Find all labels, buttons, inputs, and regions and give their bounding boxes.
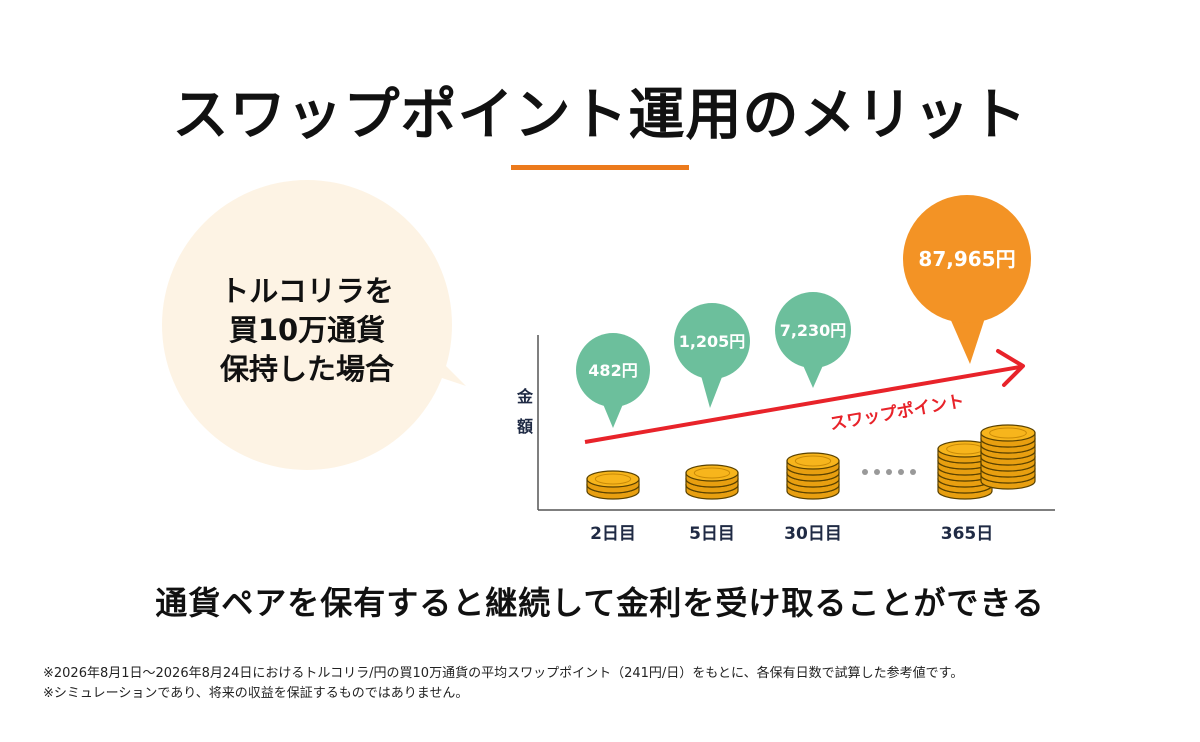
- value-bubble-tail-2: [699, 371, 725, 408]
- value-label-3: 7,230円: [780, 321, 847, 340]
- footnotes: ※2026年8月1日〜2026年8月24日におけるトルコリラ/円の買10万通貨の…: [43, 664, 963, 704]
- coin-stack-3: [786, 452, 840, 500]
- value-label-4: 87,965円: [918, 247, 1015, 271]
- ellipsis-dots: [862, 469, 916, 475]
- value-label-1: 482円: [588, 361, 637, 380]
- coin-stack-4a: [937, 440, 993, 500]
- value-bubble-2: 1,205円: [674, 303, 750, 408]
- x-tick-2: 5日目: [689, 524, 735, 544]
- value-bubble-circle-2: [674, 303, 750, 379]
- value-bubble-circle-3: [775, 292, 851, 368]
- footnote-1: ※2026年8月1日〜2026年8月24日におけるトルコリラ/円の買10万通貨の…: [43, 666, 964, 681]
- growth-arrow: [584, 365, 1021, 444]
- value-bubble-1: 482円: [576, 333, 650, 428]
- condition-line-2: 買10万通貨: [228, 313, 386, 347]
- page-title: スワップポイント運用のメリット: [172, 83, 1028, 148]
- coin-stack-2: [685, 464, 739, 500]
- y-axis-label-2: 額: [516, 417, 533, 436]
- value-bubble-4: 87,965円: [903, 195, 1031, 364]
- value-label-2: 1,205円: [679, 332, 746, 351]
- y-axis-label-1: 金: [516, 387, 534, 406]
- coin-stack-1: [586, 470, 640, 500]
- x-tick-1: 2日目: [590, 524, 636, 544]
- title-underline: [511, 165, 689, 170]
- value-bubble-tail-1: [601, 399, 625, 428]
- condition-bubble-tail: [430, 350, 466, 386]
- condition-bubble: [162, 180, 452, 470]
- value-bubble-circle-4: [903, 195, 1031, 323]
- tagline: 通貨ペアを保有すると継続して金利を受け取ることができる: [155, 584, 1045, 622]
- value-bubble-tail-4: [946, 310, 988, 364]
- value-bubbles: 482円 1,205円 7,230円 87,965円: [576, 195, 1031, 428]
- growth-arrowhead: [996, 349, 1025, 387]
- coin-stacks: [586, 424, 1036, 500]
- x-tick-labels: 2日目 5日目 30日目 365日: [590, 524, 993, 544]
- value-bubble-3: 7,230円: [775, 292, 851, 388]
- x-tick-4: 365日: [941, 524, 994, 544]
- condition-line-1: トルコリラを: [220, 274, 394, 308]
- coin-stack-4b: [980, 424, 1036, 490]
- x-tick-3: 30日目: [784, 524, 842, 544]
- condition-line-3: 保持した場合: [219, 352, 394, 386]
- condition-text: トルコリラを 買10万通貨 保持した場合: [162, 272, 452, 389]
- footnote-2: ※シミュレーションであり、将来の収益を保証するものではありません。: [43, 686, 469, 701]
- value-bubble-circle-1: [576, 333, 650, 407]
